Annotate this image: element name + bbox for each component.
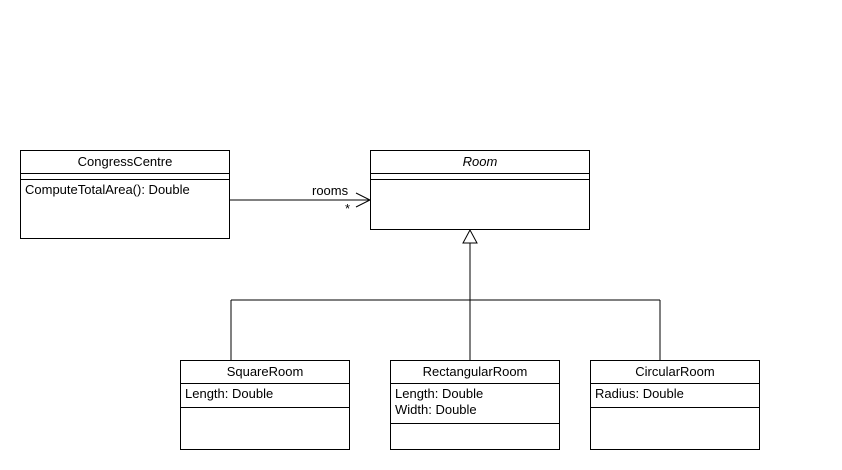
association-role-label: rooms — [312, 183, 349, 198]
compartment-divider — [371, 179, 589, 180]
compartment-divider — [391, 423, 559, 424]
attribute-text: Radius: Double — [595, 386, 684, 401]
compartment-divider — [21, 173, 229, 174]
class-name: RectangularRoom — [422, 364, 528, 379]
compartment-divider — [181, 383, 349, 384]
class-room[interactable]: Room — [370, 150, 590, 230]
class-name: CongressCentre — [77, 154, 173, 169]
class-square-room[interactable]: SquareRoom Length: Double — [180, 360, 350, 450]
attributes-compartment: Length: Double Width: Double — [391, 384, 559, 423]
class-name: CircularRoom — [635, 364, 715, 379]
operations-compartment: ComputeTotalArea(): Double — [21, 180, 229, 200]
class-name: Room — [462, 154, 498, 169]
class-circular-room[interactable]: CircularRoom Radius: Double — [590, 360, 760, 450]
compartment-divider — [181, 407, 349, 408]
compartment-divider — [391, 383, 559, 384]
attributes-compartment: Radius: Double — [591, 384, 759, 407]
association-multiplicity-label: * — [345, 201, 351, 216]
generalization-triangle — [462, 228, 478, 244]
attribute-text: Length: Double — [185, 386, 274, 401]
attribute-text: Length: Double — [395, 386, 484, 401]
compartment-divider — [371, 173, 589, 174]
compartment-divider — [591, 383, 759, 384]
compartment-divider — [591, 407, 759, 408]
operation-text: ComputeTotalArea(): Double — [25, 182, 190, 197]
compartment-divider — [21, 179, 229, 180]
class-congress-centre[interactable]: CongressCentre ComputeTotalArea(): Doubl… — [20, 150, 230, 239]
class-name: SquareRoom — [226, 364, 304, 379]
attribute-text: Width: Double — [395, 402, 477, 417]
class-rectangular-room[interactable]: RectangularRoom Length: Double Width: Do… — [390, 360, 560, 450]
attributes-compartment: Length: Double — [181, 384, 349, 407]
